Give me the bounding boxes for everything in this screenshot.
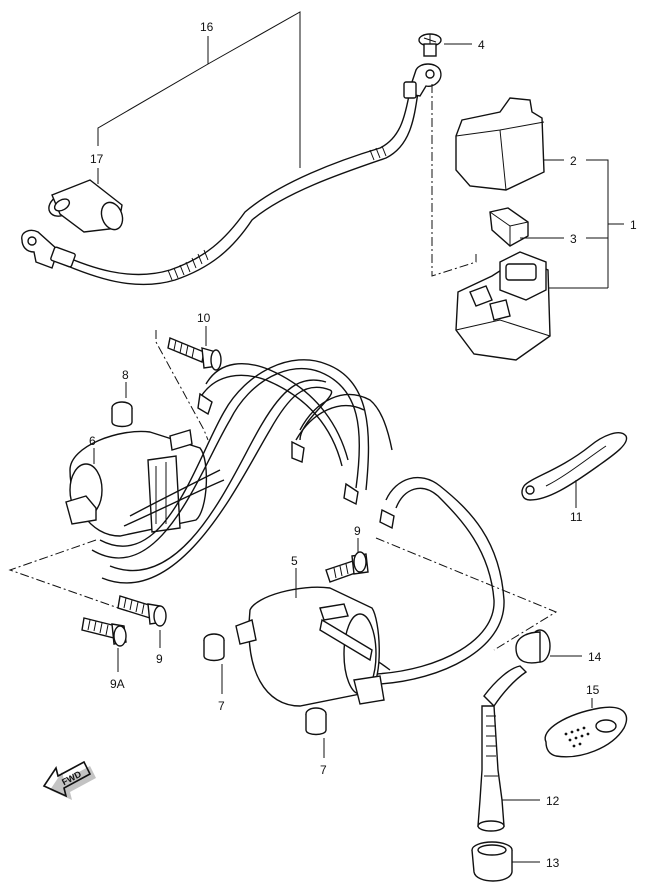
- callout-3: 3: [570, 232, 577, 246]
- fuse: [489, 207, 529, 247]
- callout-1: 1: [630, 218, 637, 232]
- bolt-10: [167, 337, 222, 371]
- cable-ring-terminal-top: [403, 63, 442, 99]
- callout-7-lower: 7: [320, 763, 327, 777]
- relay-cover: [455, 97, 545, 191]
- callout-8: 8: [122, 368, 129, 382]
- callout-7-upper: 7: [218, 699, 225, 713]
- callout-11: 11: [570, 510, 583, 524]
- ignition-coil-upper: [65, 429, 208, 537]
- cable-corrugation: [167, 145, 387, 281]
- callout-labels: 1 2 3 4 5 6 7 7 8 9 9 9A 10 11 12 13 14 …: [89, 20, 637, 870]
- spacer-7-upper: [203, 633, 225, 662]
- leaders-relay: [520, 159, 624, 289]
- spacer-7-lower: [305, 707, 327, 736]
- callout-17: 17: [90, 152, 104, 166]
- cover-pad-dots: [564, 726, 590, 748]
- cable-ring-terminal-left: [21, 229, 76, 269]
- callout-9A: 9A: [110, 677, 125, 691]
- ignition-coil-lower: [235, 586, 385, 707]
- callout-12: 12: [546, 794, 560, 808]
- callout-10: 10: [197, 311, 211, 325]
- coil-mount-dash: [155, 330, 209, 441]
- bolt-9-left: [117, 595, 167, 627]
- lower-right-dash: [375, 537, 558, 651]
- fwd-arrow-icon: FWD: [42, 760, 96, 800]
- spacer-8: [111, 401, 133, 428]
- screw: [418, 33, 442, 57]
- battery-cable: [21, 63, 442, 286]
- seal-cap: [471, 841, 513, 882]
- plug-cap: [477, 665, 528, 832]
- callout-6: 6: [89, 434, 96, 448]
- starter-relay: [455, 251, 551, 361]
- callout-13: 13: [546, 856, 560, 870]
- callout-16: 16: [200, 20, 214, 34]
- grommet: [515, 629, 551, 664]
- callout-15: 15: [586, 683, 600, 697]
- plug-leads: [91, 359, 505, 685]
- leader-16: [97, 36, 209, 146]
- terminal-boot: [48, 179, 124, 233]
- callout-14: 14: [588, 650, 602, 664]
- cover-pad: [544, 706, 628, 758]
- callout-9-right: 9: [354, 524, 361, 538]
- strap: [521, 432, 628, 501]
- plug-lead-ends: [197, 392, 395, 530]
- callout-9-left: 9: [156, 652, 163, 666]
- callout-5: 5: [291, 554, 298, 568]
- leader-16-right: [207, 11, 301, 168]
- callout-4: 4: [478, 38, 485, 52]
- lower-mount-dash: [8, 539, 125, 611]
- relay-dash-line: [431, 84, 477, 277]
- bolt-9-right: [325, 551, 369, 583]
- bolt-9A: [81, 617, 127, 647]
- callout-2: 2: [570, 154, 577, 168]
